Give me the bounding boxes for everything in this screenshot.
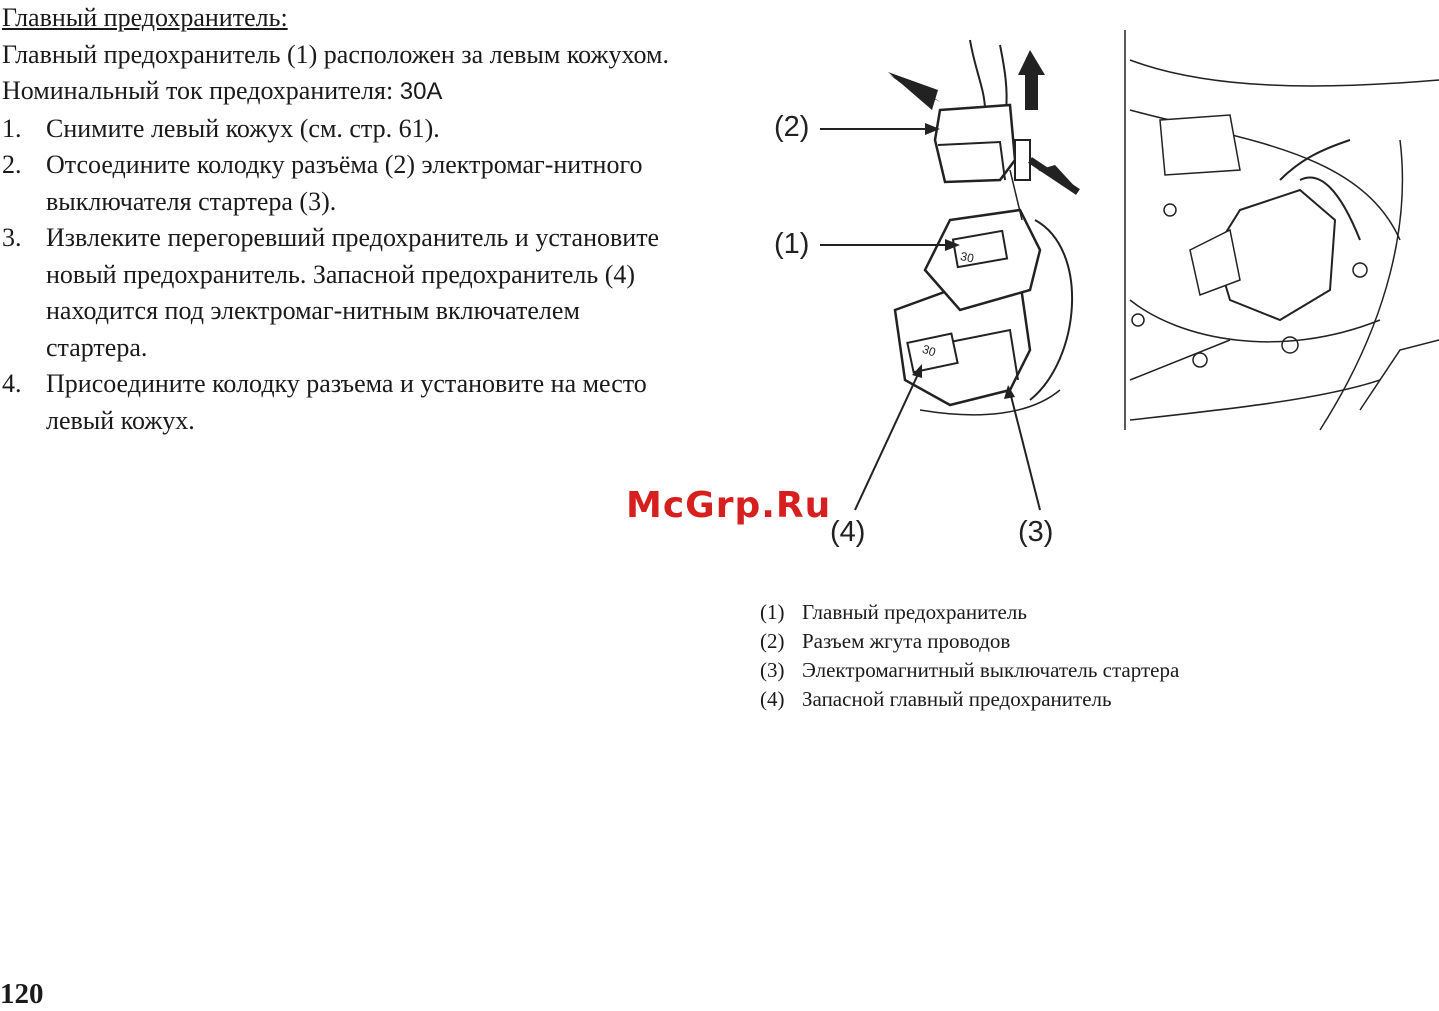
step-number: 2. [2, 150, 22, 179]
fuse-rating: Номинальный ток предохранителя: 30A [2, 73, 702, 111]
instruction-text: Главный предохранитель: Главный предохра… [2, 0, 702, 439]
intro-paragraph: Главный предохранитель (1) расположен за… [2, 39, 669, 69]
figure-label-3: (3) [1018, 516, 1054, 548]
steps-list: 1. Снимите левый кожух (см. стр. 61). 2. О… [2, 111, 702, 440]
page-number: 120 [0, 978, 44, 1010]
step-text: Отсоедините колодку разъёма (2) электром… [46, 150, 643, 216]
step-text: Снимите левый кожух (см. стр. 61). [46, 113, 440, 143]
figure-label-1: (1) [774, 228, 810, 260]
fuse-mark-spare: 30 [921, 342, 938, 360]
fuse-mark-main: 30 [959, 249, 975, 266]
legend-text: Запасной главный предохранитель [802, 687, 1112, 711]
figure-legend: (1) Главный предохранитель (2) Разъем жгут… [760, 598, 1179, 714]
legend-text: Электромагнитный выключатель стартера [802, 658, 1180, 682]
legend-item: (1) Главный предохранитель [760, 598, 1179, 627]
step-number: 1. [2, 113, 22, 143]
step-text: Извлеките перегоревший предохранитель и … [46, 223, 660, 362]
step-item: 2. Отсоедините колодку разъёма (2) электр… [2, 147, 666, 220]
legend-number: (2) [760, 629, 785, 653]
step-item: 4. Присоедините колодку разъема и установ… [2, 366, 686, 439]
watermark: McGrp.Ru [626, 485, 832, 526]
legend-item: (3) Электромагнитный выключатель стартера [760, 656, 1179, 685]
legend-item: (4) Запасной главный предохранитель [760, 685, 1179, 714]
step-item: 1. Снимите левый кожух (см. стр. 61). [2, 111, 702, 148]
legend-number: (1) [760, 600, 785, 624]
figure-label-2: (2) [774, 111, 810, 143]
legend-text: Главный предохранитель [802, 600, 1027, 624]
legend-number: (4) [760, 687, 785, 711]
fuse-illustration: 30 30 (2) (1) (4) (3) [760, 20, 1439, 580]
legend-item: (2) Разъем жгута проводов [760, 627, 1179, 656]
fuse-rating-label: Номинальный ток предохранителя: [2, 76, 400, 105]
fuse-rating-value: 30A [399, 78, 443, 105]
step-text: Присоедините колодку разъема и установит… [46, 369, 647, 435]
section-heading: Главный предохранитель: [2, 3, 288, 32]
legend-text: Разъем жгута проводов [802, 629, 1011, 653]
step-item: 3. Извлеките перегоревший предохранитель … [2, 220, 686, 366]
step-number: 4. [2, 369, 22, 398]
step-number: 3. [2, 223, 22, 252]
legend-number: (3) [760, 658, 785, 682]
fuse-diagram: 30 30 [820, 30, 1439, 511]
figure-label-4: (4) [830, 516, 866, 548]
